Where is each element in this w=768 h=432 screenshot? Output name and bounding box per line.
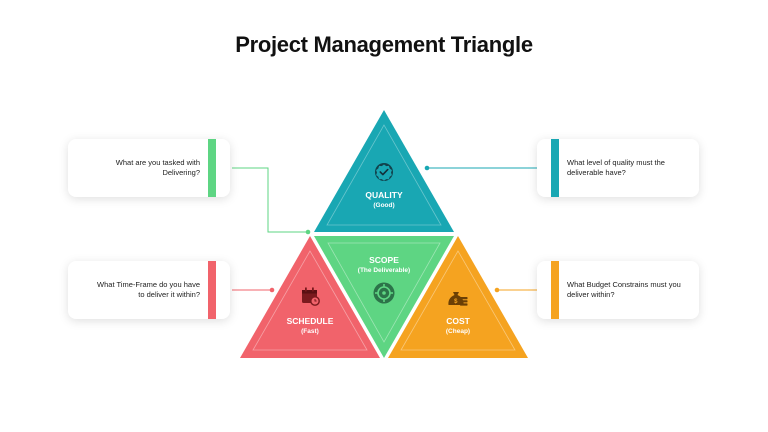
cost-accent-bar [551, 261, 559, 319]
cost-triangle-inner-outline [400, 250, 516, 351]
quality-question-card: What level of quality must the deliverab… [537, 139, 699, 197]
quality-accent-bar [551, 139, 559, 197]
quality-label-name: QUALITY [365, 190, 403, 200]
scope-accent-bar [208, 139, 216, 197]
cost-triangle: $ [388, 236, 528, 358]
calendar-clock-icon [302, 287, 320, 306]
schedule-label-name: SCHEDULE [286, 316, 334, 326]
scope-label: SCOPE (The Deliverable) [334, 255, 434, 274]
scope-question-card: What are you tasked with Delivering? [68, 139, 230, 197]
connector-dot-cost [494, 287, 500, 293]
scope-label-sub: (The Deliverable) [357, 267, 411, 274]
target-icon [373, 282, 395, 304]
connector-dot-scope [305, 229, 311, 235]
connector-lines [232, 165, 537, 293]
svg-text:$: $ [454, 299, 458, 305]
schedule-label-sub: (Fast) [301, 328, 319, 335]
schedule-triangle [240, 236, 380, 358]
schedule-question-text: What Time-Frame do you have to deliver i… [97, 279, 200, 300]
quality-triangle-inner-outline [326, 124, 442, 226]
money-bag-icon: $ [448, 292, 468, 306]
schedule-triangle-inner-outline [252, 250, 368, 351]
schedule-accent-bar [208, 261, 216, 319]
cost-label-sub: (Cheap) [445, 328, 471, 335]
connector-dot-quality [424, 165, 430, 171]
scope-label-name: SCOPE [369, 255, 399, 265]
scope-triangle-inner-outline [327, 242, 441, 343]
connector-scope [232, 167, 308, 233]
cost-question-text: What Budget Constrains must you deliver … [567, 279, 681, 300]
schedule-question-card: What Time-Frame do you have to deliver i… [68, 261, 230, 319]
cost-question-card: What Budget Constrains must you deliver … [537, 261, 699, 319]
quality-badge-icon [375, 163, 393, 181]
schedule-label: SCHEDULE (Fast) [270, 316, 350, 335]
connector-dot-schedule [269, 287, 275, 293]
scope-triangle [314, 236, 454, 358]
quality-label: QUALITY (Good) [344, 190, 424, 209]
quality-question-text: What level of quality must the deliverab… [567, 157, 665, 178]
cost-label-name: COST [446, 316, 470, 326]
quality-label-sub: (Good) [373, 202, 395, 209]
cost-label: COST (Cheap) [418, 316, 498, 335]
page-title: Project Management Triangle [235, 32, 533, 57]
quality-triangle [314, 110, 454, 232]
scope-question-text: What are you tasked with Delivering? [115, 157, 200, 178]
